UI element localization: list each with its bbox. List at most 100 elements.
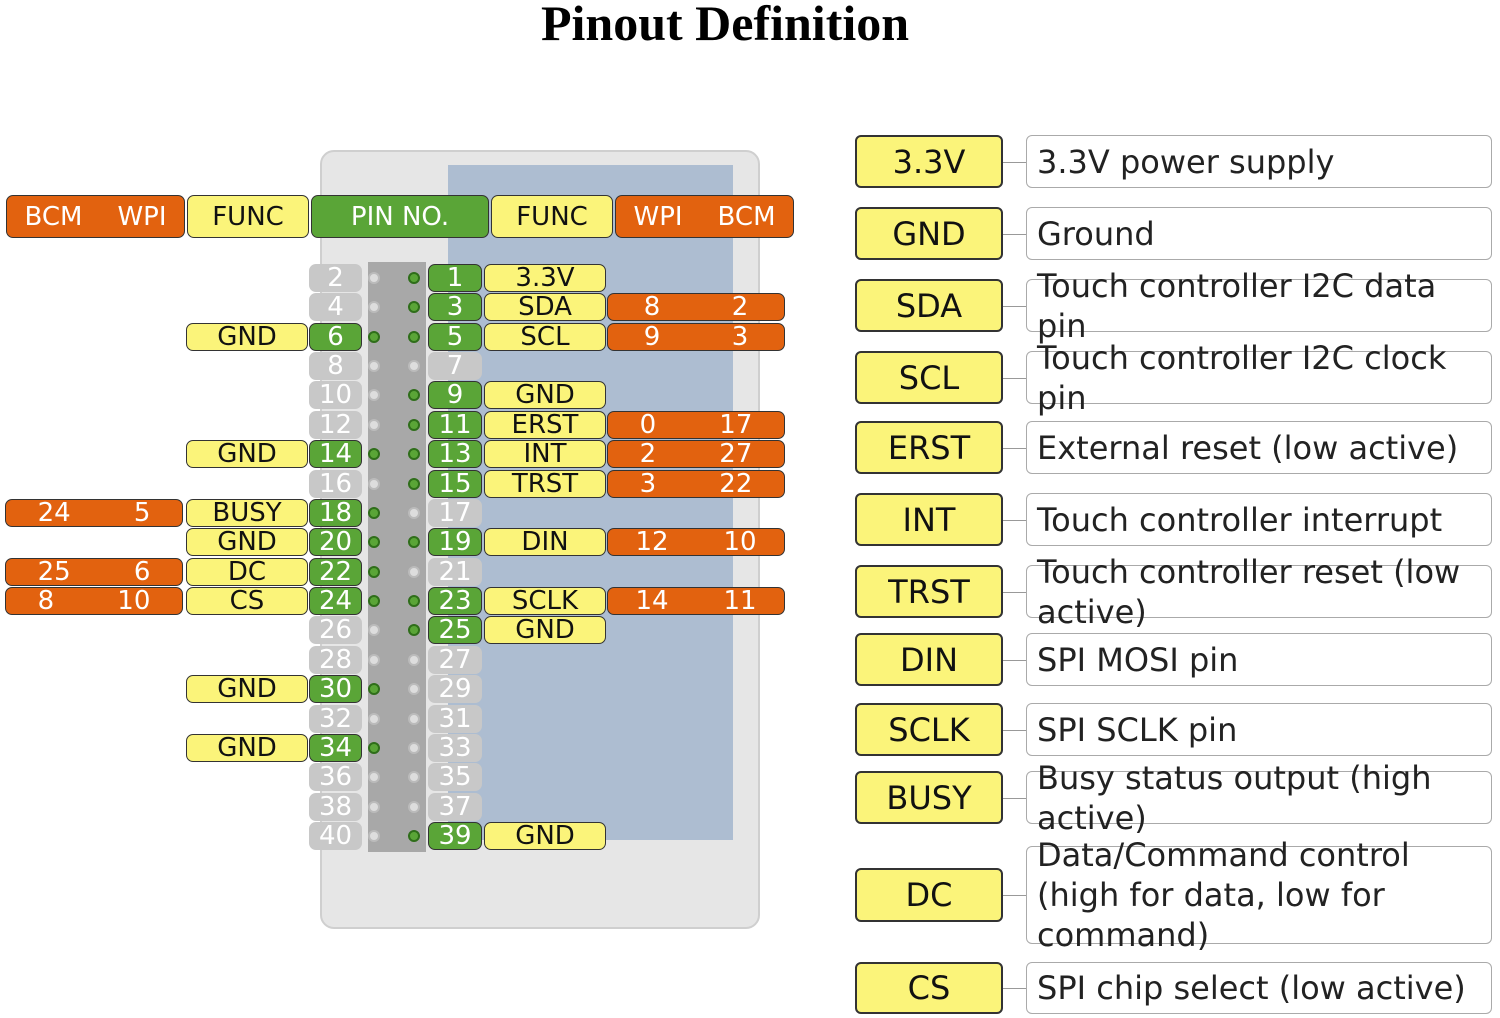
pin-pad-36 [368, 771, 380, 784]
legend-description: Ground [1026, 207, 1492, 260]
func-label: 3.3V [484, 264, 606, 292]
legend-connector [1003, 591, 1026, 593]
header-bcm: BCM [717, 201, 776, 232]
wpi-number: 0 [639, 409, 657, 440]
func-label: SDA [484, 293, 606, 322]
bcm-number: 25 [37, 556, 71, 587]
pin-9: 9 [428, 381, 482, 410]
page-title: Pinout Definition [540, 0, 910, 51]
pin-pad-18 [368, 506, 380, 519]
pin-29: 29 [428, 675, 482, 704]
bcm-number: 10 [723, 527, 757, 558]
legend-connector [1003, 447, 1026, 449]
pin-26: 26 [309, 616, 362, 645]
pin-7: 7 [428, 352, 482, 381]
pin-pad-39 [408, 830, 420, 843]
func-label: DIN [484, 528, 606, 557]
pin-pad-5 [408, 330, 420, 343]
legend-label: CS [855, 962, 1003, 1014]
pin-39: 39 [428, 822, 482, 851]
pin-pad-6 [368, 330, 380, 343]
pin-8: 8 [309, 352, 362, 381]
pin-24: 24 [309, 587, 362, 616]
func-label: GND [484, 822, 606, 851]
pin-pad-30 [368, 683, 380, 696]
legend-description: 3.3V power supply [1026, 135, 1492, 188]
bcm-number: 2 [731, 292, 749, 323]
legend-connector [1003, 161, 1026, 163]
wpi-number: 12 [635, 527, 669, 558]
bcm-number: 17 [719, 409, 753, 440]
pin-pad-1 [408, 272, 420, 284]
legend-connector [1003, 377, 1026, 379]
func-label: GND [186, 733, 308, 762]
pin-pad-28 [368, 653, 380, 666]
legend-label: GND [855, 207, 1003, 260]
pin-35: 35 [428, 763, 482, 792]
legend-connector [1003, 659, 1026, 661]
pin-23: 23 [428, 587, 482, 616]
pin-pad-2 [368, 272, 380, 284]
pin-pad-13 [408, 448, 420, 461]
func-label: SCLK [484, 587, 606, 616]
func-label: BUSY [186, 498, 308, 527]
wpi-bcm-label: 0 17 [607, 409, 785, 440]
pin-18: 18 [309, 498, 362, 527]
pin-pad-3 [408, 301, 420, 314]
legend-label: SDA [855, 279, 1003, 332]
header-left-bcm-wpi: BCM WPI [6, 195, 185, 238]
pin-pad-26 [368, 624, 380, 637]
legend-description: Touch controller reset (low active) [1026, 553, 1492, 631]
pin-27: 27 [428, 645, 482, 674]
pin-pad-25 [408, 624, 420, 637]
legend-label: INT [855, 493, 1003, 546]
pin-pad-14 [368, 448, 380, 461]
bcm-number: 11 [723, 586, 757, 617]
wpi-number: 5 [133, 497, 151, 528]
pin-11: 11 [428, 410, 482, 439]
header-pin-no: PIN NO. [311, 195, 489, 238]
pin-pad-10 [368, 389, 380, 402]
pin-30: 30 [309, 675, 362, 704]
pin-pad-11 [408, 418, 420, 431]
legend-label: ERST [855, 421, 1003, 474]
pin-5: 5 [428, 322, 482, 351]
header-left-func: FUNC [187, 195, 309, 238]
func-label: GND [186, 675, 308, 704]
gpio-header [368, 262, 426, 852]
legend-label: BUSY [855, 771, 1003, 824]
legend-description: SPI MOSI pin [1026, 633, 1492, 686]
legend-connector [1003, 797, 1026, 799]
func-label: GND [186, 528, 308, 557]
legend-description: Touch controller I2C clock pin [1026, 339, 1492, 417]
legend-label: 3.3V [855, 135, 1003, 188]
pin-22: 22 [309, 557, 362, 586]
func-label: INT [484, 440, 606, 469]
pin-pad-33 [408, 741, 420, 754]
pin-1: 1 [428, 264, 482, 292]
header-wpi: WPI [633, 201, 683, 232]
pin-pad-38 [368, 800, 380, 813]
legend-description: Data/Command control (high for data, low… [1026, 836, 1492, 954]
func-label: GND [484, 381, 606, 410]
legend-label: DIN [855, 633, 1003, 686]
header-wpi: WPI [117, 201, 167, 232]
bcm-wpi-label: 25 6 [5, 556, 183, 587]
wpi-bcm-label: 12 10 [607, 527, 785, 558]
legend-label: DC [855, 868, 1003, 922]
pin-2: 2 [309, 264, 362, 292]
wpi-number: 6 [133, 556, 151, 587]
pin-19: 19 [428, 528, 482, 557]
wpi-number: 10 [117, 586, 151, 617]
wpi-number: 3 [639, 468, 657, 499]
bcm-number: 22 [719, 468, 753, 499]
legend-label: SCL [855, 351, 1003, 404]
wpi-number: 8 [643, 292, 661, 323]
pin-pad-35 [408, 771, 420, 784]
legend-description: SPI SCLK pin [1026, 703, 1492, 756]
